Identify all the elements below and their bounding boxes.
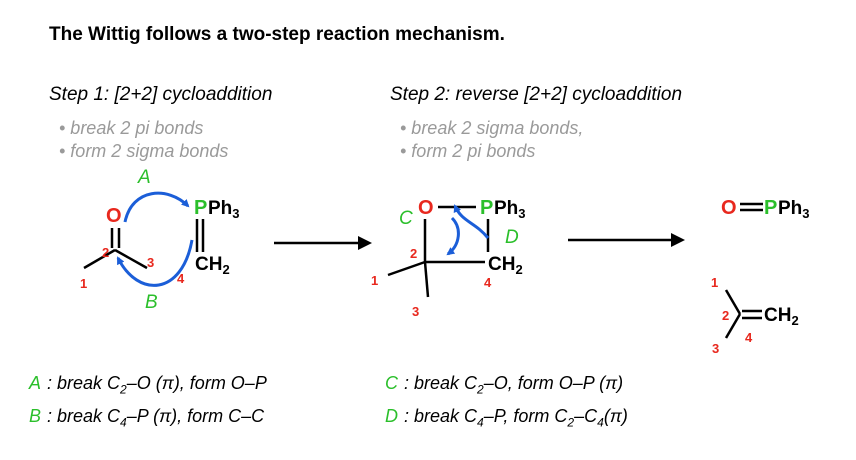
svg-text:Ph3: Ph3 xyxy=(208,198,240,221)
ylide-ch: CH xyxy=(195,254,222,275)
phosphine-oxide: O P Ph3 xyxy=(721,197,810,221)
curved-arrow-d xyxy=(453,204,490,239)
page-title: The Wittig follows a two-step reaction m… xyxy=(49,24,505,45)
step2-heading: Step 2: reverse [2+2] cycloaddition xyxy=(390,84,683,105)
product-oxygen: O xyxy=(721,197,737,219)
atom-number-3: 3 xyxy=(147,255,154,270)
curved-arrow-b xyxy=(116,239,194,287)
ring-ch: CH xyxy=(488,254,515,275)
ring-ph-sub: 3 xyxy=(518,206,525,221)
atom-number-2: 2 xyxy=(102,245,109,260)
atom-number-4: 4 xyxy=(177,271,185,286)
legend-a-letter: A xyxy=(29,373,42,393)
ring-ch-sub: 2 xyxy=(515,262,522,277)
ketone: O 2 1 3 xyxy=(80,205,154,291)
ylide: P Ph3 CH2 4 xyxy=(177,197,240,286)
atom-number-1: 1 xyxy=(80,276,87,291)
svg-text:CH2: CH2 xyxy=(195,254,230,277)
ring-atom-number-1: 1 xyxy=(371,273,378,288)
arrow-label-b: B xyxy=(145,292,158,313)
ring-atom-number-4: 4 xyxy=(484,275,492,290)
step1-heading: Step 1: [2+2] cycloaddition xyxy=(49,84,273,105)
legend-c-letter: C xyxy=(385,373,398,393)
legend-b: B: break C4–P (π), form C–C xyxy=(29,406,265,430)
step1-bullet-2: • form 2 sigma bonds xyxy=(59,141,229,161)
ring-ph: Ph xyxy=(494,198,518,219)
ring-oxygen: O xyxy=(418,197,434,219)
curved-arrow-a xyxy=(123,191,190,223)
legend-c: C: break C2–O, form O–P (π) xyxy=(385,373,624,397)
svg-text:CH2: CH2 xyxy=(488,254,523,277)
ylide-ph-sub: 3 xyxy=(232,206,239,221)
alkene-atom-number-2: 2 xyxy=(722,308,729,323)
product-ph-sub: 3 xyxy=(802,206,809,221)
alkene-atom-number-1: 1 xyxy=(711,275,718,290)
arrow-label-c: C xyxy=(399,208,413,229)
ring-phosphorus: P xyxy=(480,197,493,219)
svg-text:CH2: CH2 xyxy=(764,305,799,328)
product-phosphorus: P xyxy=(764,197,777,219)
legend-a: A: break C2–O (π), form O–P xyxy=(29,373,267,397)
step2-bullet-2: • form 2 pi bonds xyxy=(400,141,536,161)
arrow-label-a: A xyxy=(137,167,151,188)
ring-atom-number-2: 2 xyxy=(410,246,417,261)
legend-d: D: break C4–P, form C2–C4(π) xyxy=(385,406,628,430)
alkene: CH2 1 2 3 4 xyxy=(711,275,799,356)
svg-text:Ph3: Ph3 xyxy=(494,198,526,221)
alkene-atom-number-3: 3 xyxy=(712,341,719,356)
alkene-atom-number-4: 4 xyxy=(745,330,753,345)
ketone-oxygen: O xyxy=(106,205,122,227)
alkene-ch-sub: 2 xyxy=(791,313,798,328)
oxaphosphetane: O P Ph3 CH2 2 1 3 4 xyxy=(371,197,526,319)
step2-bullet-1: • break 2 sigma bonds, xyxy=(400,118,584,138)
ylide-phosphorus: P xyxy=(194,197,207,219)
step1-bullet-1: • break 2 pi bonds xyxy=(59,118,204,138)
arrow-label-d: D xyxy=(505,227,519,248)
curved-arrow-c xyxy=(446,216,460,256)
alkene-ch: CH xyxy=(764,305,791,326)
legend-d-letter: D xyxy=(385,406,398,426)
ylide-ph: Ph xyxy=(208,198,232,219)
product-ph: Ph xyxy=(778,198,802,219)
ring-atom-number-3: 3 xyxy=(412,304,419,319)
legend-b-letter: B xyxy=(29,406,42,426)
ylide-ch-sub: 2 xyxy=(222,262,229,277)
svg-text:Ph3: Ph3 xyxy=(778,198,810,221)
